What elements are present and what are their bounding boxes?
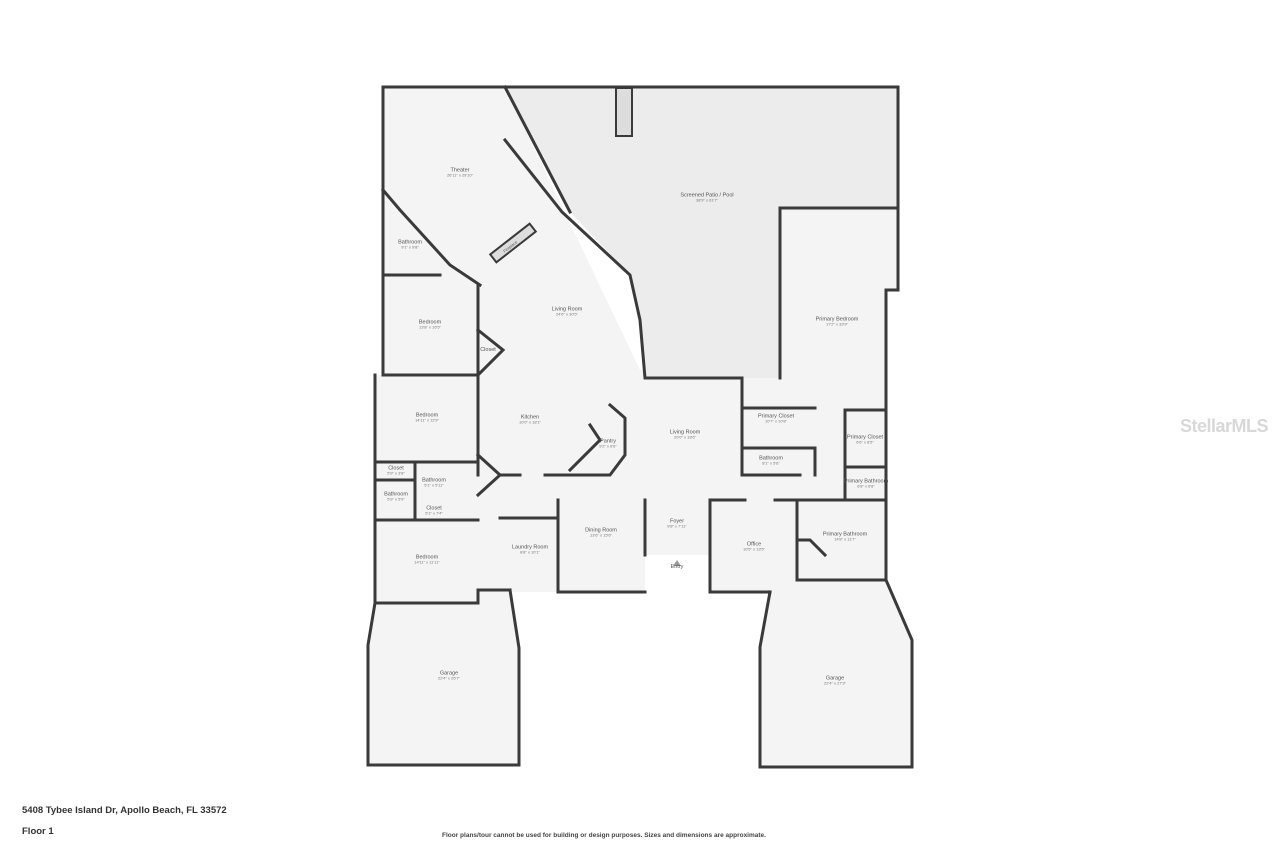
walls <box>366 84 914 769</box>
entry-arrow-icon <box>673 560 681 566</box>
room-entry: Entry <box>670 563 684 570</box>
room-closet: Closet <box>480 346 496 353</box>
patio-fill <box>505 87 898 378</box>
watermark-logo: StellarMLS <box>1180 416 1269 436</box>
floor-label: Floor 1 <box>22 826 54 837</box>
chimney <box>615 87 633 137</box>
fireplace <box>488 222 538 264</box>
property-address: 5408 Tybee Island Dr, Apollo Beach, FL 3… <box>22 805 227 816</box>
disclaimer: Floor plans/tour cannot be used for buil… <box>442 832 766 839</box>
